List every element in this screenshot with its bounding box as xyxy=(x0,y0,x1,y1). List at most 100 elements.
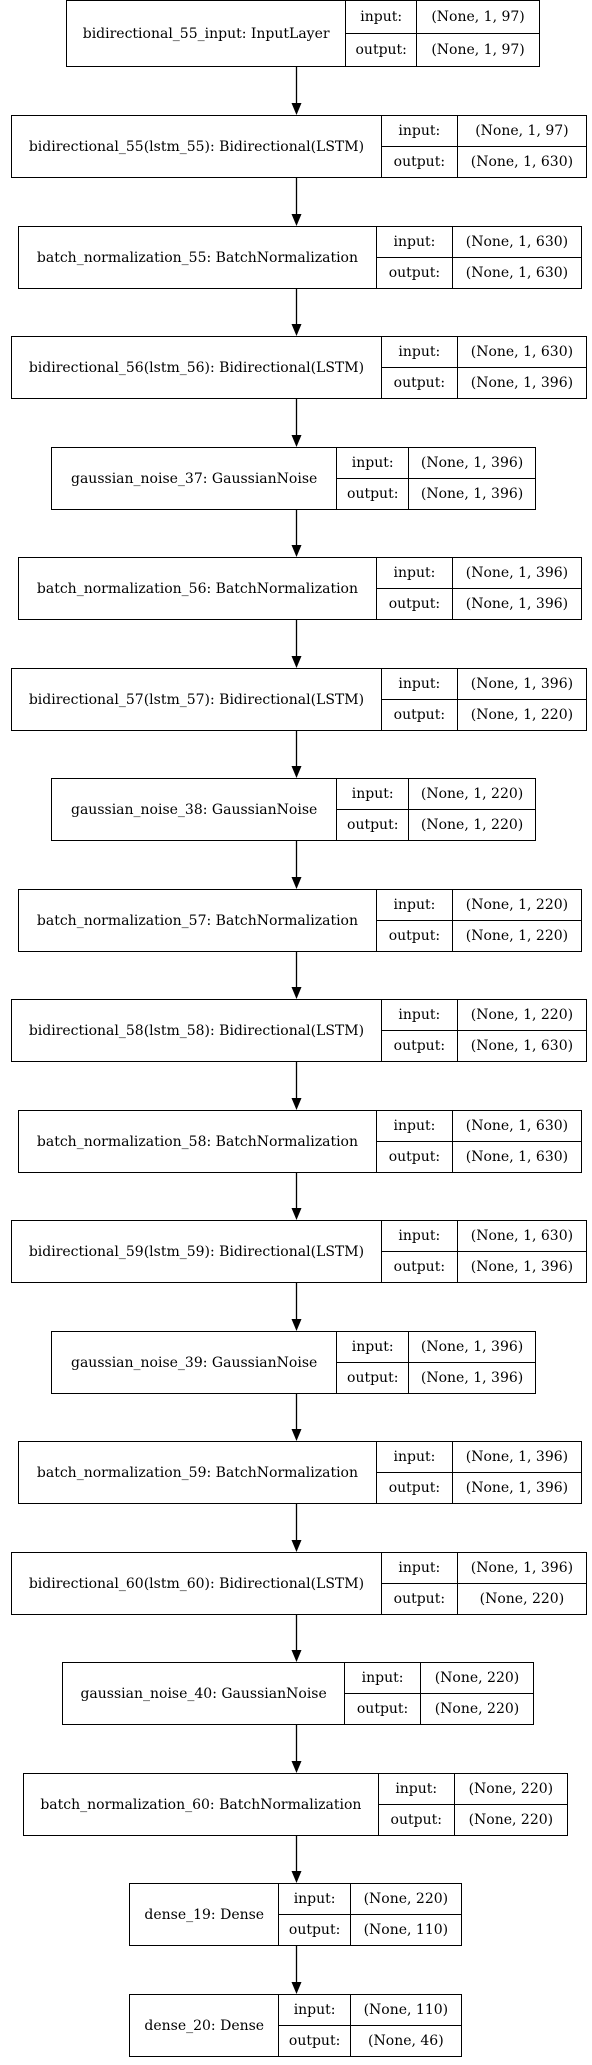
input-label: input: xyxy=(381,1553,457,1584)
io-labels-column: input: output: xyxy=(381,116,458,177)
io-values-column: (None, 1, 220)(None, 1, 220) xyxy=(452,890,582,951)
io-values-column: (None, 1, 220)(None, 1, 630) xyxy=(457,1000,586,1061)
io-labels-column: input:output: xyxy=(279,1995,351,2056)
io-labels-column: input:output: xyxy=(381,1000,458,1061)
output-shape: (None, 1, 630) xyxy=(465,265,569,281)
input-label: input: xyxy=(337,448,409,479)
output-shape: (None, 46) xyxy=(368,2033,444,2049)
input-shape: (None, 110) xyxy=(350,1995,461,2026)
arrowhead xyxy=(291,1982,302,1994)
input-shape: (None, 1, 220) xyxy=(452,890,582,921)
arrowhead xyxy=(291,545,302,557)
input-label: input: xyxy=(381,337,457,368)
output-shape: (None, 220) xyxy=(434,1701,520,1717)
output-shape: (None, 1, 396) xyxy=(420,1370,524,1386)
layer-name: bidirectional_55(lstm_55): Bidirectional… xyxy=(12,116,382,177)
output-label: output: xyxy=(355,42,407,58)
output-label: output: xyxy=(393,375,446,391)
layer-node: bidirectional_58(lstm_58): Bidirectional… xyxy=(11,999,587,1062)
arrowhead xyxy=(291,1098,302,1110)
input-shape: (None, 1, 220) xyxy=(457,1000,586,1031)
input-shape: (None, 220) xyxy=(454,1774,567,1805)
layer-name: gaussian_noise_37: GaussianNoise xyxy=(52,448,338,509)
io-labels-column: input:output: xyxy=(376,227,453,288)
layer-node: batch_normalization_56: BatchNormalizati… xyxy=(18,557,582,620)
io-values-column: (None, 1, 97)(None, 1, 97) xyxy=(417,1,539,66)
layer-node: batch_normalization_57: BatchNormalizati… xyxy=(18,889,582,952)
output-shape: (None, 1, 396) xyxy=(470,375,574,391)
input-shape: (None, 1, 630) xyxy=(457,1221,586,1252)
io-labels-column: input:output: xyxy=(376,890,453,951)
io-labels-column: input:output: xyxy=(376,558,453,619)
input-label: input: xyxy=(337,1332,409,1363)
io-labels-column: input:output: xyxy=(381,669,458,730)
output-shape: (None, 1, 630) xyxy=(470,154,574,170)
io-values-column: (None, 220) (None, 220) xyxy=(454,1774,567,1835)
io-labels-column: input:output: xyxy=(337,779,410,840)
io-labels-column: input:output: xyxy=(279,1884,351,1945)
output-label: output: xyxy=(288,1922,341,1938)
arrowhead xyxy=(291,435,302,447)
layer-name: gaussian_noise_38: GaussianNoise xyxy=(52,779,338,840)
output-label: output: xyxy=(393,1038,446,1054)
io-labels-column: input: output: xyxy=(337,1332,410,1393)
input-label: input: xyxy=(346,1,417,34)
io-values-column: (None, 1, 630)(None, 1, 630) xyxy=(452,1111,582,1172)
input-shape: (None, 1, 97) xyxy=(457,116,586,147)
output-label: output: xyxy=(347,817,399,833)
io-values-column: (None, 1, 630) (None, 1, 630) xyxy=(452,227,582,288)
output-label: output: xyxy=(388,265,441,281)
layer-name: bidirectional_56(lstm_56): Bidirectional… xyxy=(12,337,382,398)
input-shape: (None, 220) xyxy=(350,1884,461,1915)
output-label: output: xyxy=(388,1149,441,1165)
io-values-column: (None, 220)(None, 110) xyxy=(350,1884,461,1945)
arrowhead xyxy=(291,1319,302,1331)
output-shape: (None, 1, 396) xyxy=(465,596,569,612)
layer-node: bidirectional_59(lstm_59): Bidirectional… xyxy=(11,1220,587,1283)
layer-node: bidirectional_57(lstm_57): Bidirectional… xyxy=(11,668,587,731)
input-shape: (None, 1, 97) xyxy=(417,1,539,34)
arrowhead xyxy=(291,656,302,668)
input-shape: (None, 1, 396) xyxy=(409,448,535,479)
layer-node: bidirectional_56(lstm_56): Bidirectional… xyxy=(11,336,587,399)
layer-name: bidirectional_59(lstm_59): Bidirectional… xyxy=(12,1221,382,1282)
input-label: input: xyxy=(381,116,457,147)
output-label: output: xyxy=(393,707,446,723)
output-label: output: xyxy=(393,1259,446,1275)
output-label: output: xyxy=(388,596,441,612)
arrowhead xyxy=(291,766,302,778)
layer-name: dense_20: Dense xyxy=(130,1995,280,2056)
layer-name: gaussian_noise_39: GaussianNoise xyxy=(52,1332,338,1393)
output-shape: (None, 220) xyxy=(468,1812,554,1828)
output-label: output: xyxy=(347,1370,399,1386)
arrowhead xyxy=(291,987,302,999)
input-label: input: xyxy=(376,1111,452,1142)
io-labels-column: input:output: xyxy=(376,1442,453,1503)
output-label: output: xyxy=(388,928,441,944)
input-shape: (None, 1, 396) xyxy=(457,1553,586,1584)
io-values-column: (None, 220)(None, 220) xyxy=(420,1663,533,1724)
output-label: output: xyxy=(393,154,446,170)
arrowhead xyxy=(291,1429,302,1441)
output-label: output: xyxy=(347,486,399,502)
layer-name: batch_normalization_58: BatchNormalizati… xyxy=(19,1111,377,1172)
input-shape: (None, 1, 396) xyxy=(452,1442,582,1473)
io-labels-column: input: output: xyxy=(346,1,418,66)
input-shape: (None, 1, 630) xyxy=(452,227,582,258)
arrowhead xyxy=(291,877,302,889)
input-shape: (None, 1, 220) xyxy=(409,779,535,810)
layer-node: bidirectional_55(lstm_55): Bidirectional… xyxy=(11,115,587,178)
io-labels-column: input: output: xyxy=(337,448,410,509)
io-labels-column: input:output: xyxy=(345,1663,421,1724)
input-shape: (None, 1, 630) xyxy=(452,1111,582,1142)
layer-name: batch_normalization_56: BatchNormalizati… xyxy=(19,558,377,619)
layer-node: batch_normalization_55: BatchNormalizati… xyxy=(18,226,582,289)
io-values-column: (None, 1, 396)(None, 220) xyxy=(457,1553,586,1614)
input-shape: (None, 1, 396) xyxy=(452,558,582,589)
